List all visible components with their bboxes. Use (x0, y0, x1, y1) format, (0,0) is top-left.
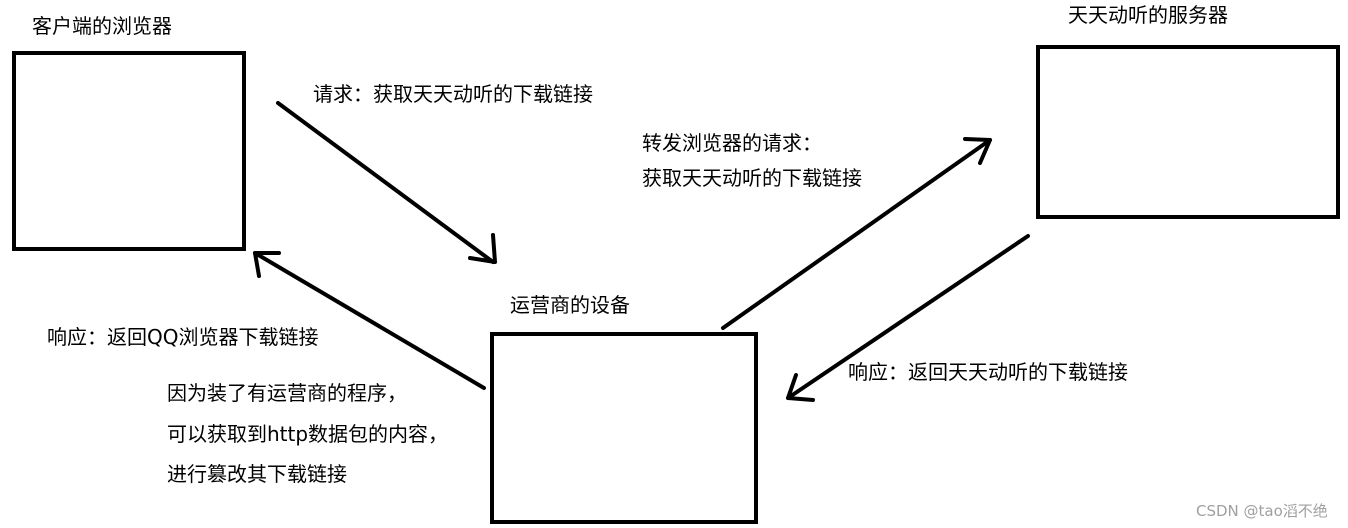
client-response-label: 响应：返回QQ浏览器下载链接 (47, 325, 319, 349)
client-browser-box (12, 51, 246, 251)
forward-label-line2: 获取天天动听的下载链接 (642, 166, 862, 190)
note-line3: 进行篡改其下载链接 (167, 462, 347, 486)
server-response-label: 响应：返回天天动听的下载链接 (848, 360, 1128, 384)
server-title: 天天动听的服务器 (1068, 3, 1228, 27)
request-label: 请求：获取天天动听的下载链接 (313, 82, 593, 106)
note-line2: 可以获取到http数据包的内容， (167, 422, 449, 446)
operator-device-title: 运营商的设备 (510, 293, 630, 317)
client-response-arrow (253, 251, 486, 390)
client-browser-title: 客户端的浏览器 (32, 14, 172, 38)
note-line1: 因为装了有运营商的程序， (167, 381, 407, 405)
operator-device-box (490, 332, 758, 524)
server-response-arrow (786, 234, 1030, 402)
request-arrow (276, 101, 497, 264)
csdn-watermark: CSDN @tao滔不绝 (1196, 502, 1328, 520)
server-box (1036, 45, 1340, 219)
forward-label-line1: 转发浏览器的请求： (642, 131, 822, 155)
forward-arrow (721, 137, 992, 330)
